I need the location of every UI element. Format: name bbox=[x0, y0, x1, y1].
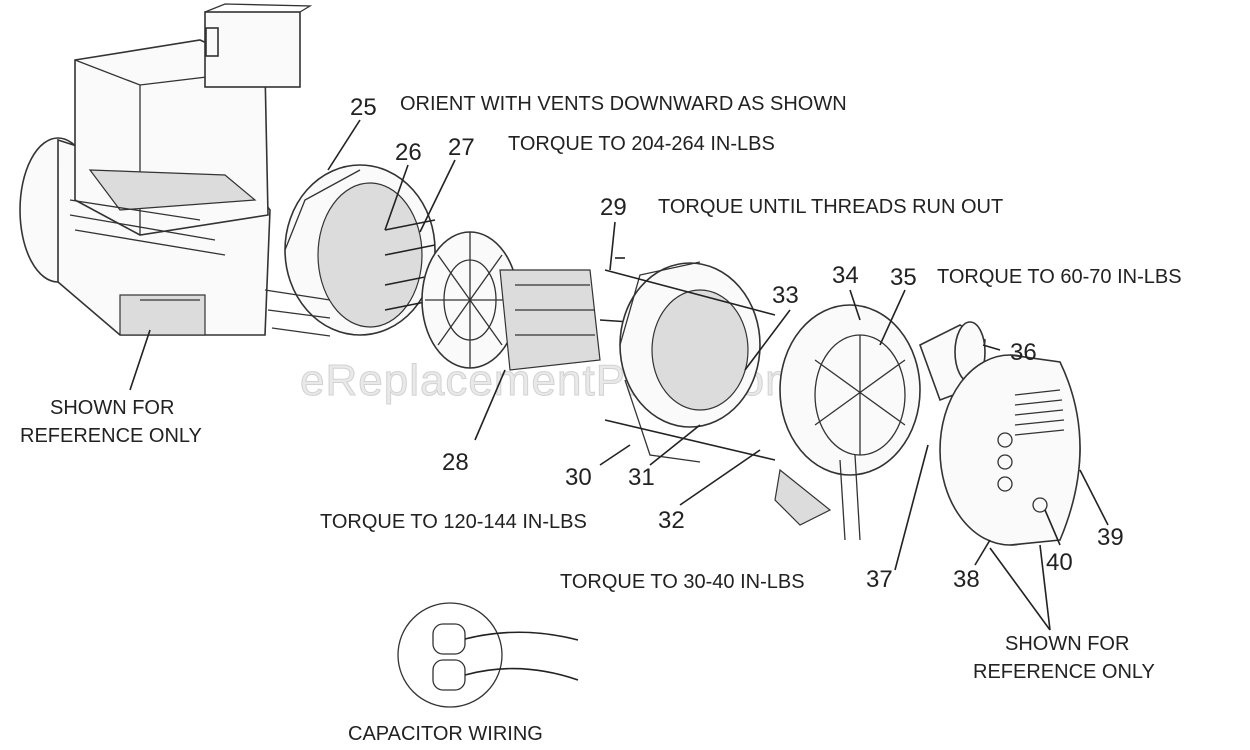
rotor-assembly bbox=[421, 231, 631, 371]
callout-25: 25 bbox=[350, 94, 377, 121]
callout-39: 39 bbox=[1097, 524, 1124, 551]
callout-33: 33 bbox=[772, 282, 799, 309]
adapter-housing bbox=[264, 164, 436, 337]
reference-right-line-1: SHOWN FOR bbox=[1005, 633, 1129, 655]
callout-38: 38 bbox=[953, 566, 980, 593]
leader-lines bbox=[129, 119, 1109, 631]
callout-36: 36 bbox=[1010, 339, 1037, 366]
capacitor-wiring-diagram bbox=[397, 602, 579, 708]
callout-28: 28 bbox=[442, 449, 469, 476]
reference-left-line-1: SHOWN FOR bbox=[50, 397, 174, 419]
callout-26: 26 bbox=[395, 139, 422, 166]
note-torque-204-264: TORQUE TO 204-264 IN-LBS bbox=[508, 133, 775, 155]
reference-right-line-2: REFERENCE ONLY bbox=[973, 661, 1155, 683]
engine-illustration bbox=[19, 3, 313, 336]
note-torque-120-144: TORQUE TO 120-144 IN-LBS bbox=[320, 511, 587, 533]
note-orient-vents: ORIENT WITH VENTS DOWNWARD AS SHOWN bbox=[400, 93, 847, 115]
outlet-panel-cover bbox=[939, 354, 1081, 546]
note-torque-30-40: TORQUE TO 30-40 IN-LBS bbox=[560, 571, 805, 593]
callout-40: 40 bbox=[1046, 549, 1073, 576]
callout-37: 37 bbox=[866, 566, 893, 593]
callout-27: 27 bbox=[448, 134, 475, 161]
callout-34: 34 bbox=[832, 262, 859, 289]
end-bell bbox=[774, 304, 921, 541]
callout-31: 31 bbox=[628, 464, 655, 491]
note-capacitor-wiring: CAPACITOR WIRING bbox=[348, 723, 543, 745]
stator-assembly bbox=[604, 257, 776, 463]
note-torque-60-70: TORQUE TO 60-70 IN-LBS bbox=[937, 266, 1182, 288]
note-torque-threads: TORQUE UNTIL THREADS RUN OUT bbox=[658, 196, 1003, 218]
callout-35: 35 bbox=[890, 264, 917, 291]
callout-29: 29 bbox=[600, 194, 627, 221]
callout-30: 30 bbox=[565, 464, 592, 491]
reference-left-line-2: REFERENCE ONLY bbox=[20, 425, 202, 447]
callout-32: 32 bbox=[658, 507, 685, 534]
